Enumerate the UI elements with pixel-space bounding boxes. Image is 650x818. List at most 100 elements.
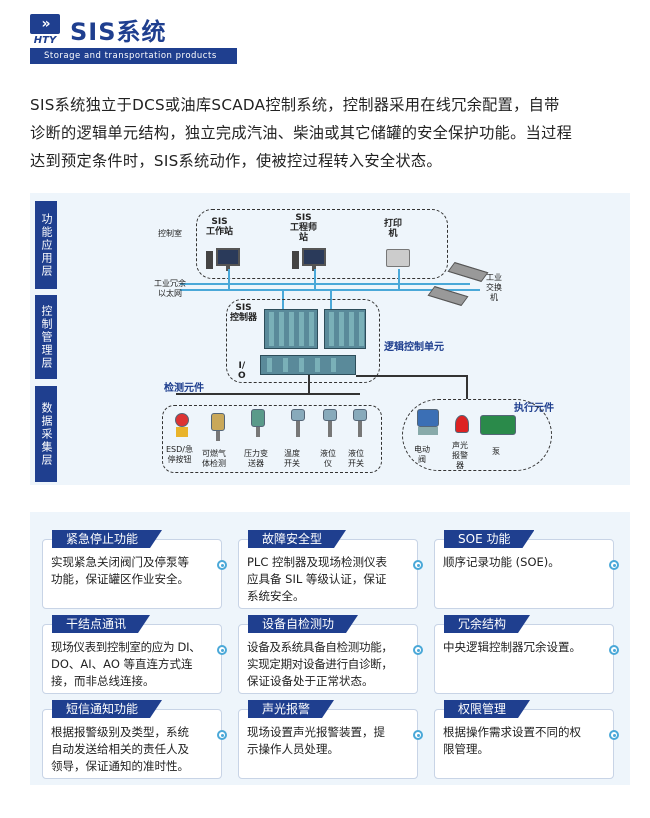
detection-item-level-switch-l2: 开关 <box>348 459 364 468</box>
workstation-tower-icon <box>206 251 213 269</box>
layer-tab-control: 控制管理层 <box>35 295 57 379</box>
execution-item-alarm: 声光报警器 <box>452 441 468 471</box>
feature-title: 冗余结构 <box>444 615 530 633</box>
feature-card-body: 现场设置声光报警装置，提 示操作人员处理。 <box>238 709 418 779</box>
logo-mark-icon: » <box>30 14 60 34</box>
page-title: SIS系统 <box>70 18 167 46</box>
detection-item-temp: 温度开关 <box>284 449 300 469</box>
execution-item-pump: 泵 <box>492 447 500 457</box>
logo-text: HTY <box>33 35 57 46</box>
detection-item-esd-l1: ESD/急 <box>166 445 193 454</box>
intro-line-2: 诊断的逻辑单元结构，独立完成汽油、柴油或其它储罐的安全保护功能。当过程 <box>30 124 573 142</box>
feature-card-dry-contact: 现场仪表到控制室的应为 DI、 DO、AI、AO 等直连方式连 接，而非总线连接… <box>42 613 227 695</box>
sis-controller-label-l1: SIS <box>235 303 252 313</box>
feature-line: 实现紧急关闭阀门及停泵等 <box>51 555 189 569</box>
feature-line: 顺序记录功能 (SOE)。 <box>443 555 560 569</box>
feature-card-body: 设备及系统具备自检测功能， 实现定期对设备进行自诊断， 保证设备处于正常状态。 <box>238 624 418 694</box>
execution-item-alarm-l2: 报警 <box>452 451 468 460</box>
page-subtitle: Storage and transportation products <box>30 48 237 64</box>
ethernet-line-a <box>180 283 470 285</box>
execution-drop <box>466 375 468 399</box>
detection-item-temp-l1: 温度 <box>284 449 300 458</box>
feature-title: 故障安全型 <box>248 530 346 548</box>
detection-title: 检测元件 <box>164 383 204 394</box>
feature-line: 现场设置声光报警装置，提 <box>247 725 385 739</box>
feature-card-body: 中央逻辑控制器冗余设置。 <box>434 624 614 694</box>
feature-title: SOE 功能 <box>444 530 534 548</box>
plc-rack-left-icon <box>264 309 318 349</box>
execution-item-pump-l1: 泵 <box>492 447 500 456</box>
switch-label-l2: 交换 <box>486 283 502 292</box>
switch-label: 工业 交换 机 <box>486 273 502 303</box>
feature-line: 系统安全。 <box>247 589 305 603</box>
switch-icon-1 <box>447 261 489 283</box>
card-dot-icon <box>413 560 423 570</box>
detection-item-pressure-l2: 送器 <box>248 459 264 468</box>
network-label-l1: 工业冗余 <box>154 279 186 288</box>
feature-card-permission: 根据操作需求设置不同的权 限管理。 权限管理 <box>434 698 619 780</box>
sis-workstation-label-l1: SIS <box>211 217 228 227</box>
printer-label-l2: 机 <box>388 229 398 239</box>
sis-engineer-label-l2: 工程师 <box>290 223 318 233</box>
controller-boundary <box>226 299 380 383</box>
printer-label: 打印 机 <box>384 219 402 239</box>
feature-card-body: 根据报警级别及类型，系统 自动发送给相关的责任人及 领导，保证通知的准时性。 <box>42 709 222 779</box>
sis-workstation-label-l2: 工作站 <box>206 227 234 237</box>
feature-card-self-test: 设备及系统具备自检测功能， 实现定期对设备进行自诊断， 保证设备处于正常状态。 … <box>238 613 423 695</box>
feature-line: 保证设备处于正常状态。 <box>247 674 374 688</box>
execution-boundary <box>402 399 552 471</box>
controller-link-a <box>282 289 284 311</box>
io-label-l2: O <box>238 371 246 381</box>
feature-card-fail-safe: PLC 控制器及现场检测仪表 应具备 SIL 等级认证，保证 系统安全。 故障安… <box>238 528 423 610</box>
detection-item-gas-l2: 体检测 <box>202 459 226 468</box>
detection-item-level-l1: 液位 <box>320 449 336 458</box>
system-architecture-diagram: 功能应用层 控制管理层 数据采集层 控制室 SIS 工作站 SIS 工程师 站 … <box>30 193 630 485</box>
feature-line: 实现定期对设备进行自诊断， <box>247 657 393 671</box>
sis-controller-label-l2: 控制器 <box>230 313 258 323</box>
workstation-monitor-icon <box>216 248 240 271</box>
detection-item-level: 液位仪 <box>320 449 336 469</box>
feature-card-body: 根据操作需求设置不同的权 限管理。 <box>434 709 614 779</box>
sis-controller-label: SIS 控制器 <box>230 303 257 323</box>
card-dot-icon <box>217 730 227 740</box>
detection-item-esd: ESD/急停按钮 <box>166 445 193 465</box>
electric-valve-icon <box>414 409 442 439</box>
intro-paragraph: SIS系统独立于DCS或油库SCADA控制系统，控制器采用在线冗余配置，自带 诊… <box>30 91 630 175</box>
feature-line: 示操作人员处理。 <box>247 742 339 756</box>
card-dot-icon <box>609 645 619 655</box>
detection-item-esd-l2: 停按钮 <box>167 455 192 464</box>
execution-item-alarm-l1: 声光 <box>452 441 468 450</box>
control-room-label: 控制室 <box>158 229 182 238</box>
feature-line: 根据操作需求设置不同的权 <box>443 725 581 739</box>
card-dot-icon <box>217 560 227 570</box>
plc-rack-right-icon <box>324 309 366 349</box>
logic-unit-label: 逻辑控制单元 <box>384 342 444 353</box>
feature-title: 紧急停止功能 <box>52 530 162 548</box>
card-dot-icon <box>609 560 619 570</box>
layer-tab-acquisition: 数据采集层 <box>35 386 57 482</box>
level-switch-icon <box>348 409 372 439</box>
io-label-l1: I/ <box>238 361 246 371</box>
engineer-link <box>314 269 316 289</box>
workstation-link <box>228 269 230 289</box>
execution-item-alarm-l3: 器 <box>456 461 464 470</box>
detection-item-level-switch-l1: 液位 <box>348 449 364 458</box>
network-label-l2: 以太网 <box>158 289 182 298</box>
detection-boundary <box>162 405 382 473</box>
feature-line: DO、AI、AO 等直连方式连 <box>51 657 193 671</box>
feature-title: 声光报警 <box>248 700 334 718</box>
sis-engineer-label-l1: SIS <box>295 213 312 223</box>
feature-line: 设备及系统具备自检测功能， <box>247 640 393 654</box>
execution-item-valve-l1: 电动 <box>414 445 430 454</box>
switch-label-l3: 机 <box>490 293 498 302</box>
alarm-icon <box>450 415 474 445</box>
feature-line: 领导，保证通知的准时性。 <box>51 759 189 773</box>
detection-link <box>308 375 310 393</box>
level-meter-icon <box>318 409 342 439</box>
engineer-monitor-icon <box>302 248 326 271</box>
feature-card-redundancy: 中央逻辑控制器冗余设置。 冗余结构 <box>434 613 619 695</box>
feature-title: 干结点通讯 <box>52 615 150 633</box>
feature-line: 应具备 SIL 等级认证，保证 <box>247 572 387 586</box>
execution-item-valve-l2: 阀 <box>418 455 426 464</box>
control-room-boundary <box>196 209 448 279</box>
